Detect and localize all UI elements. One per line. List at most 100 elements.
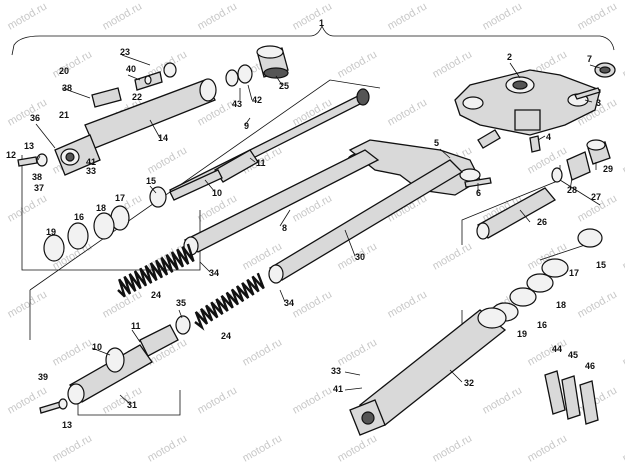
seal-16-upper — [67, 222, 89, 250]
callout-2: 2 — [507, 52, 512, 62]
fork-cap-29 — [586, 139, 611, 165]
top-cap-25 — [256, 45, 289, 79]
watermark-text: motod.ru — [526, 336, 570, 368]
watermark-text: motod.ru — [386, 288, 430, 320]
callout-11b: 11 — [131, 321, 141, 331]
leader-line — [149, 185, 157, 194]
damper-assembly-31 — [67, 324, 179, 405]
leader-line — [344, 229, 356, 257]
callout-10a: 10 — [212, 188, 222, 198]
leader-line — [121, 54, 151, 66]
watermark-text: motod.ru — [6, 0, 50, 32]
watermark-text: motod.ru — [336, 336, 380, 368]
leader-line — [589, 64, 601, 69]
leader-line — [199, 261, 211, 273]
clamp-bolt-4 — [529, 135, 541, 153]
watermark-text: motod.ru — [6, 96, 50, 128]
watermark-text: motod.ru — [621, 336, 625, 368]
callout-5: 5 — [434, 138, 439, 148]
callout-15a: 15 — [146, 176, 156, 186]
callout-38a: 38 — [62, 83, 72, 93]
o-ring-27 — [551, 167, 563, 183]
bush-17-lower — [541, 258, 569, 278]
watermark-text: motod.ru — [6, 192, 50, 224]
watermark-text: motod.ru — [51, 48, 95, 80]
fork-tube-30 — [268, 159, 464, 284]
callout-21: 21 — [59, 110, 69, 120]
leader-lines — [35, 54, 601, 405]
axle-clamp — [54, 134, 101, 176]
callout-11a: 11 — [256, 158, 266, 168]
leader-line — [344, 387, 363, 391]
watermark-text: motod.ru — [336, 48, 380, 80]
callout-17b: 17 — [569, 268, 579, 278]
leader-line — [519, 209, 531, 223]
callout-24b: 24 — [221, 331, 231, 341]
callout-33a: 33 — [86, 166, 96, 176]
fork-slider-14 — [84, 78, 217, 149]
watermark-text: motod.ru — [146, 144, 190, 176]
callout-4: 4 — [546, 132, 551, 142]
assembly-bracket — [11, 24, 615, 56]
pad-46 — [579, 380, 599, 425]
watermark-text: motod.ru — [481, 0, 525, 32]
watermark-text: motod.ru — [386, 96, 430, 128]
callout-7: 7 — [587, 54, 592, 64]
clamp-bolt-3 — [574, 87, 601, 100]
leader-line — [275, 75, 283, 86]
dust-seal-15-lower — [577, 228, 603, 248]
leader-line — [91, 347, 111, 356]
watermark-text: motod.ru — [101, 0, 145, 32]
callout-30: 30 — [355, 252, 365, 262]
leader-line — [149, 119, 161, 139]
watermark-text: motod.ru — [576, 0, 620, 32]
adjuster-28 — [566, 151, 591, 181]
callout-37: 37 — [34, 183, 44, 193]
callout-28: 28 — [567, 185, 577, 195]
watermark-text: motod.ru — [291, 384, 335, 416]
watermark-text: motod.ru — [291, 288, 335, 320]
leader-line — [279, 289, 286, 303]
seal-16-lower — [509, 287, 537, 307]
fork-spring-24-lower — [194, 272, 265, 331]
dust-seal-19-upper — [43, 234, 65, 262]
washer-18-upper — [93, 212, 115, 240]
leader-line — [204, 179, 216, 193]
fork-slider-32 — [349, 307, 507, 436]
collar-15-upper — [149, 186, 167, 208]
leader-line — [244, 117, 251, 126]
washer-13-lower — [58, 398, 68, 410]
callout-12: 12 — [6, 150, 16, 160]
watermark-text: motod.ru — [621, 240, 625, 272]
stem-nut — [594, 62, 616, 78]
leader-line — [279, 209, 291, 227]
callout-29: 29 — [603, 164, 613, 174]
callout-41a: 41 — [86, 157, 96, 167]
callout-8: 8 — [282, 223, 287, 233]
callout-23: 23 — [120, 47, 130, 57]
watermark-text: motod.ru — [241, 432, 285, 464]
callout-20: 20 — [59, 66, 69, 76]
callout-31: 31 — [127, 400, 137, 410]
top-triple-clamp — [454, 69, 601, 136]
callout-36: 36 — [30, 113, 40, 123]
spacer-tube-26 — [476, 187, 556, 240]
bolt-39 — [39, 401, 62, 414]
leader-line — [178, 309, 183, 319]
watermark-text: motod.ru — [196, 0, 240, 32]
watermark-text: motod.ru — [51, 432, 95, 464]
callout-35: 35 — [176, 298, 186, 308]
spacer-35 — [175, 315, 191, 335]
callout-19a: 19 — [46, 227, 56, 237]
callout-25: 25 — [279, 81, 289, 91]
watermark-text: motod.ru — [576, 288, 620, 320]
callout-45: 45 — [568, 350, 578, 360]
bolt-12 — [17, 156, 38, 167]
fork-tube-8 — [183, 149, 380, 256]
left-group-frame — [29, 79, 381, 340]
callout-24a: 24 — [151, 290, 161, 300]
callout-10b: 10 — [92, 342, 102, 352]
o-ring-43 — [225, 69, 239, 87]
watermark-text: motod.ru — [481, 384, 525, 416]
